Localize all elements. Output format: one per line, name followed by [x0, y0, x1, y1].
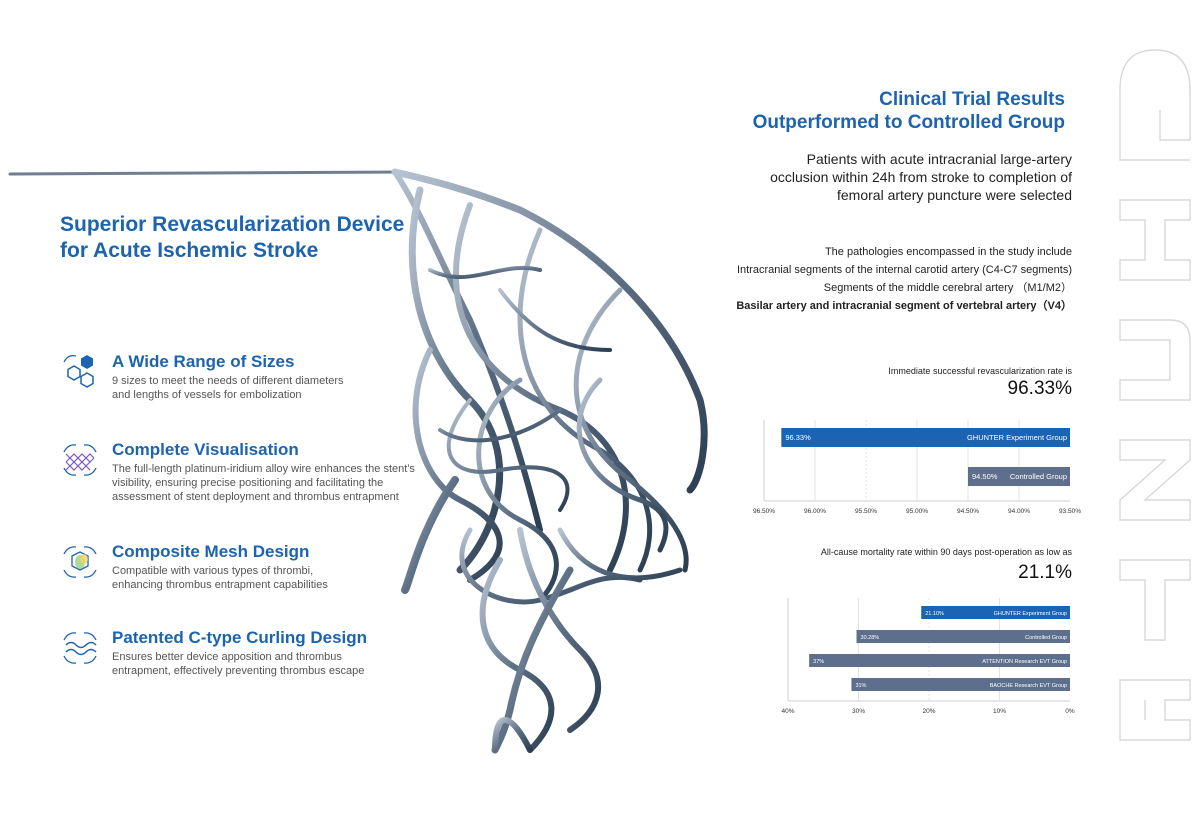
mesh-grid-icon — [63, 444, 97, 476]
chart-tick-label: 96.00% — [804, 508, 826, 515]
chart-tick-label: 93.50% — [1059, 508, 1081, 515]
chart-tick-label: 94.50% — [957, 508, 979, 515]
chart-bar — [856, 630, 1070, 643]
feature-description-line: entrapment, effectively preventing throm… — [112, 665, 365, 677]
chart-category-label: GHUNTER Experiment Group — [967, 433, 1067, 442]
trial-title: Clinical Trial Results Outperformed to C… — [753, 88, 1065, 134]
stat-value: 21.1% — [1018, 562, 1072, 583]
chart-tick-label: 0% — [1065, 708, 1075, 715]
feature-title: Patented C-type Curling Design — [112, 628, 368, 647]
pathology-item: Basilar artery and intracranial segment … — [736, 300, 1072, 312]
chart-tick-label: 94.00% — [1008, 508, 1030, 515]
chart-tick-label: 10% — [993, 708, 1006, 715]
composite-mesh-icon — [63, 546, 97, 578]
chart-tick-label: 96.50% — [753, 508, 775, 515]
trial-title-line: Clinical Trial Results — [879, 89, 1065, 110]
brand-watermark — [1119, 49, 1191, 741]
hexagon-cluster-icon — [63, 355, 94, 388]
stat-value: 96.33% — [1007, 378, 1072, 399]
feature-c-curl: Patented C-type Curling Design Ensures b… — [60, 628, 460, 678]
feature-description: Ensures better device apposition and thr… — [112, 650, 442, 678]
feature-description-line: and lengths of vessels for embolization — [112, 389, 302, 401]
pathology-intro: The pathologies encompassed in the study… — [824, 246, 1072, 258]
feature-sizes: A Wide Range of Sizes 9 sizes to meet th… — [60, 352, 460, 402]
chart-bar — [851, 678, 1070, 691]
feature-title: Composite Mesh Design — [112, 542, 310, 561]
feature-description-line: enhancing thrombus entrapment capabiliti… — [112, 579, 328, 591]
chart-value-label: 30.28% — [861, 635, 880, 641]
pathology-item: Intracranial segments of the internal ca… — [736, 264, 1072, 276]
chart-tick-label: 95.00% — [906, 508, 928, 515]
stat-label: Immediate successful revascularization r… — [888, 366, 1072, 376]
chart-category-label: BAOCHE Research EVT Group — [990, 683, 1067, 689]
chart-category-label: GHUNTER Experiment Group — [994, 611, 1067, 617]
feature-title: Complete Visualisation — [112, 440, 299, 459]
trial-description-line: Patients with acute intracranial large-a… — [806, 151, 1072, 167]
trial-title-line: Outperformed to Controlled Group — [752, 112, 1065, 133]
chart-category-label: Controlled Group — [1025, 635, 1067, 641]
pathology-list: The pathologies encompassed in the study… — [736, 243, 1072, 315]
chart-bar — [968, 467, 1070, 486]
feature-title: A Wide Range of Sizes — [112, 352, 295, 371]
chart-mortality: 40% 30% 20% 10% 0% 21.10% GHUNTER Experiment G… — [781, 598, 1075, 715]
feature-description-line: 9 sizes to meet the needs of different d… — [112, 375, 344, 387]
chart-category-label: ATTENTION Research EVT Group — [982, 659, 1067, 665]
chart-bar — [921, 606, 1070, 619]
trial-description-line: occlusion within 24h from stroke to comp… — [770, 169, 1072, 185]
headline-line: for Acute Ischemic Stroke — [60, 239, 319, 262]
trial-description-line: femoral artery puncture were selected — [837, 187, 1072, 203]
stat-label: All-cause mortality rate within 90 days … — [820, 547, 1072, 557]
chart-value-label: 31% — [855, 683, 866, 689]
feature-description: The full-length platinum-iridium alloy w… — [112, 462, 442, 504]
headline: Superior Revascularization Device for Ac… — [60, 212, 480, 264]
chart-value-label: 96.33% — [785, 433, 811, 442]
chart-value-label: 37% — [813, 659, 824, 665]
chart-value-label: 21.10% — [925, 611, 944, 617]
chart-category-label: Controlled Group — [1010, 472, 1067, 481]
chart-tick-label: 40% — [781, 708, 794, 715]
feature-description-line: Compatible with various types of thrombi… — [112, 565, 314, 577]
feature-description-line: The full-length platinum-iridium alloy w… — [112, 463, 415, 475]
chart-bar — [781, 428, 1070, 447]
feature-description: 9 sizes to meet the needs of different d… — [112, 374, 442, 402]
feature-composite-mesh: Composite Mesh Design Compatible with va… — [60, 542, 460, 592]
chart-value-label: 94.50% — [972, 472, 998, 481]
c-curl-wave-icon — [63, 632, 97, 664]
feature-description: Compatible with various types of thrombi… — [112, 564, 442, 592]
feature-description-line: visibility, ensuring precise positioning… — [112, 477, 384, 489]
pathology-item: Segments of the middle cerebral artery （… — [823, 282, 1072, 294]
feature-description-line: assessment of stent deployment and throm… — [112, 491, 399, 503]
chart-tick-label: 20% — [922, 708, 935, 715]
trial-description: Patients with acute intracranial large-a… — [652, 150, 1072, 204]
chart-revascularization: 96.50% 96.00% 95.50% 95.00% 94.50% 94.00% 93.5… — [753, 420, 1081, 515]
chart-tick-label: 95.50% — [855, 508, 877, 515]
chart-bar — [809, 654, 1070, 667]
headline-line: Superior Revascularization Device — [60, 213, 405, 236]
feature-description-line: Ensures better device apposition and thr… — [112, 651, 342, 663]
chart-tick-label: 30% — [852, 708, 865, 715]
stent-illustration — [8, 168, 708, 754]
feature-visualisation: Complete Visualisation The full-length p… — [60, 440, 460, 510]
